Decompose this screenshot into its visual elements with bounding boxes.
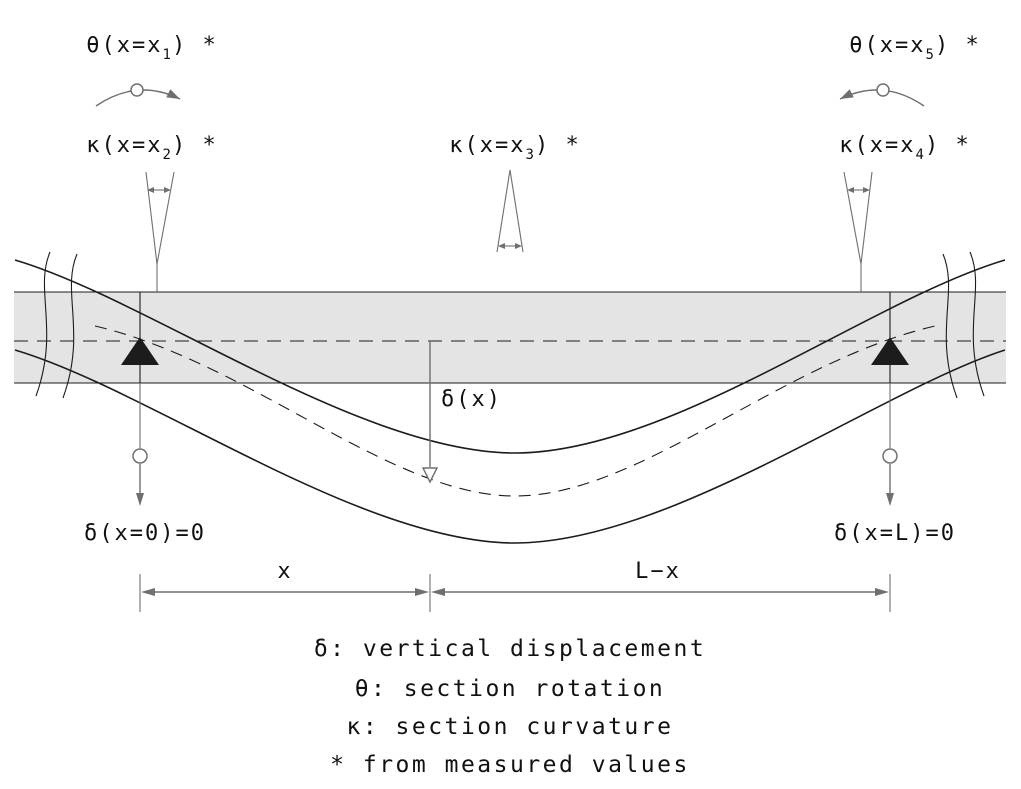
legend-theta: θ: section rotation <box>355 676 666 702</box>
right-displacement-arrow <box>882 383 898 506</box>
left-break-mark <box>35 251 78 399</box>
deflected-bottom-curve <box>14 349 1006 544</box>
label-theta-x5: θ(x=x5) * <box>849 33 980 63</box>
label-dim-l-minus-x: L−x <box>635 559 681 584</box>
arrowhead-icon <box>415 588 429 596</box>
open-arrowhead-icon <box>421 467 439 484</box>
dimension-line <box>139 574 891 612</box>
center-curvature-wedge <box>496 169 524 253</box>
legend-kappa: κ: section curvature <box>347 714 674 740</box>
left-displacement-arrow <box>132 383 148 506</box>
right-curvature-wedge <box>843 171 873 292</box>
label-kappa-x3: κ(x=x3) * <box>449 133 580 163</box>
arrowhead-icon <box>136 493 144 506</box>
arrowhead-icon <box>886 493 894 506</box>
node-circle-icon <box>130 83 144 97</box>
label-theta-x1: θ(x=x1) * <box>86 33 217 63</box>
right-support-triangle <box>871 337 909 365</box>
legend: δ: vertical displacement θ: section rota… <box>314 636 706 778</box>
label-dim-x: x <box>277 559 292 584</box>
arrowhead-icon <box>840 89 854 99</box>
delta-x-pointer <box>421 341 439 484</box>
arrowhead-icon <box>166 89 180 99</box>
label-delta-left: δ(x=0)=0 <box>84 521 206 546</box>
node-circle-icon <box>882 448 898 464</box>
arrowhead-icon <box>875 588 889 596</box>
right-rotation-arrow <box>839 83 925 107</box>
legend-asterisk: * from measured values <box>330 752 690 778</box>
node-circle-icon <box>876 83 890 97</box>
left-rotation-arrow <box>95 83 181 107</box>
deflected-top-curve <box>14 259 1006 454</box>
arrowhead-icon <box>431 588 445 596</box>
right-break-mark <box>942 251 985 399</box>
node-circle-icon <box>132 448 148 464</box>
label-delta-right: δ(x=L)=0 <box>834 521 956 546</box>
beam-body <box>14 292 1006 383</box>
arrowhead-icon <box>141 588 155 596</box>
label-kappa-x2: κ(x=x2) * <box>86 133 217 163</box>
left-curvature-wedge <box>145 171 175 292</box>
legend-delta: δ: vertical displacement <box>314 636 706 662</box>
left-support-triangle <box>121 337 159 365</box>
label-kappa-x4: κ(x=x4) * <box>839 133 970 163</box>
label-delta-x: δ(x) <box>441 387 502 412</box>
